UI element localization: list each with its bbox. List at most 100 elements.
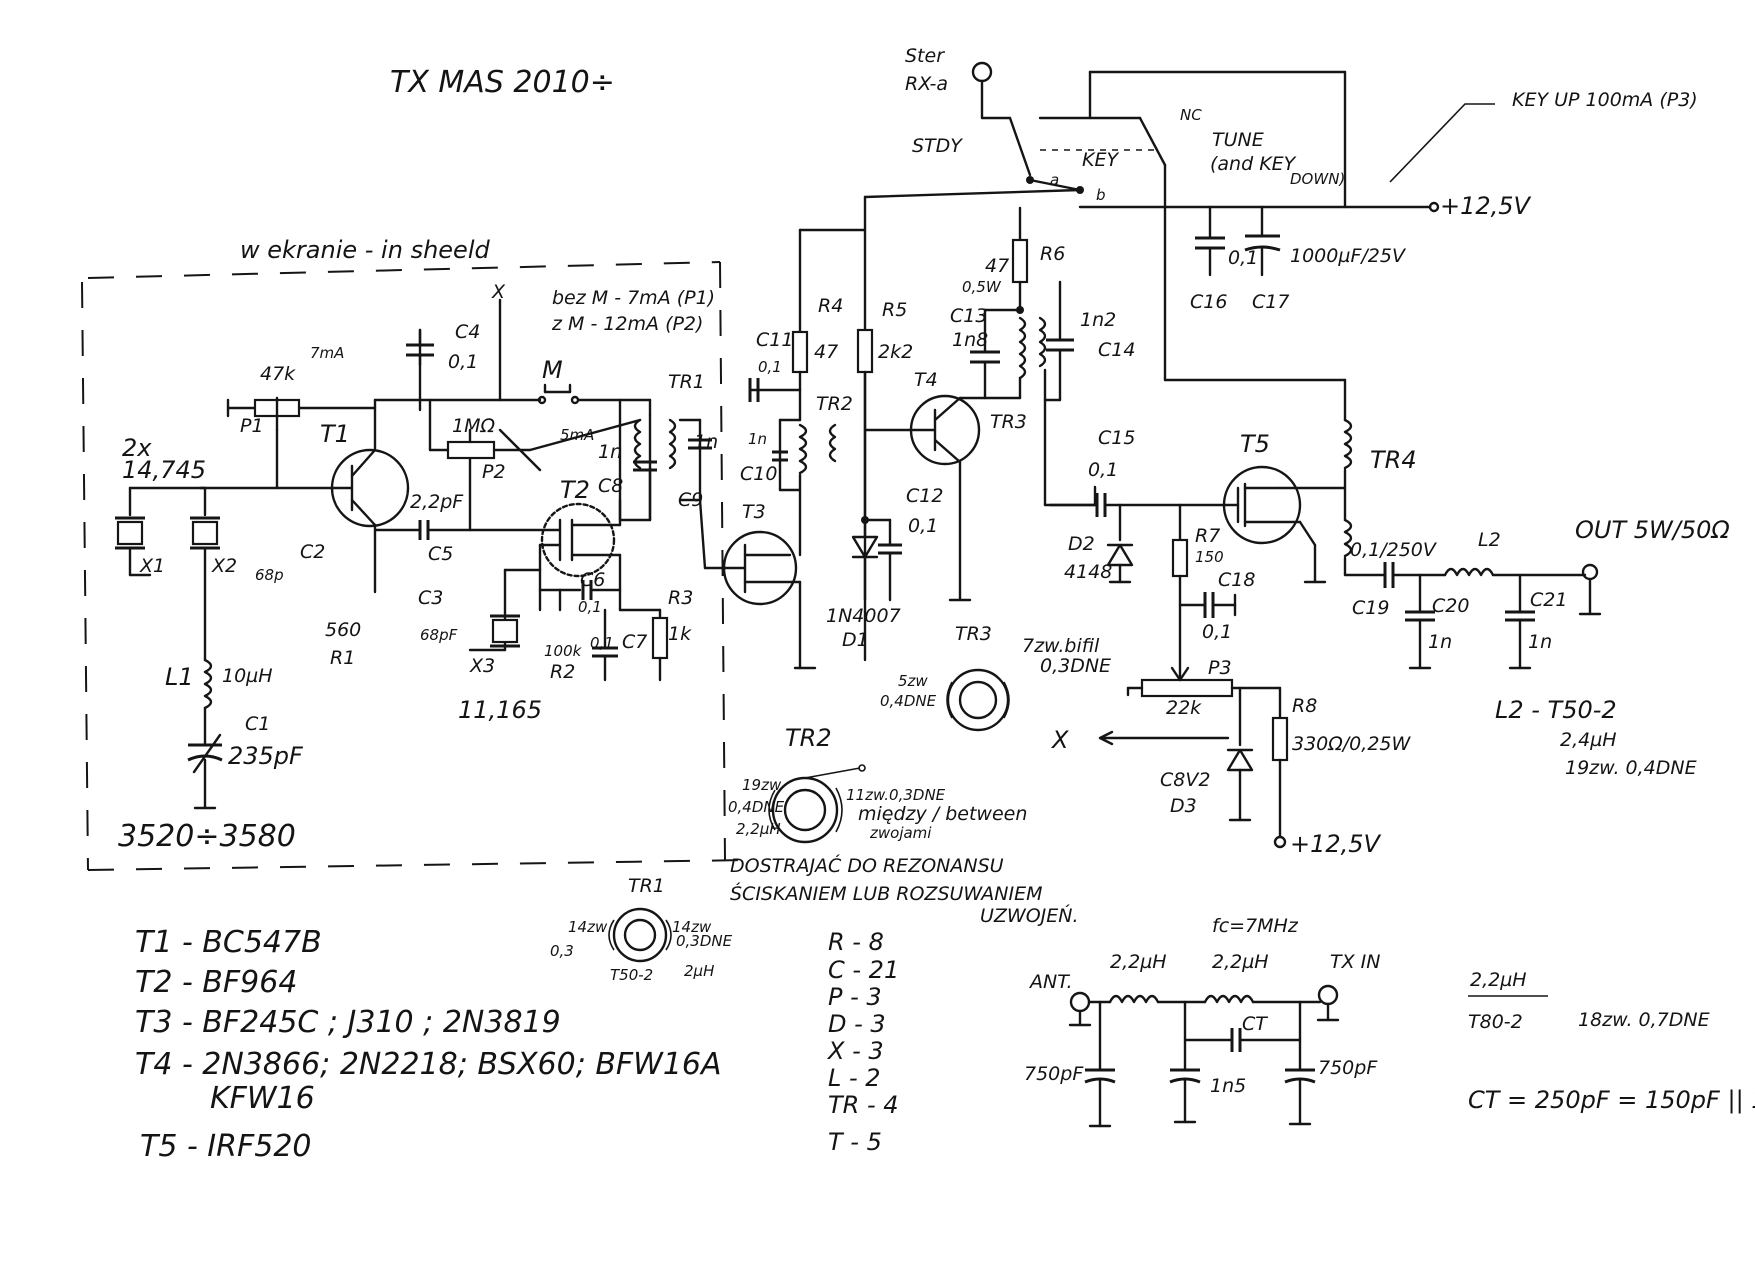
tune-label-2: (and KEY [1210, 153, 1297, 175]
r6-network [970, 238, 1097, 507]
filter-ant-label: ANT. [1028, 971, 1073, 993]
c14-label: C14 [1098, 339, 1135, 361]
tr1-toroid-title: TR1 [628, 875, 665, 897]
tr2-label: TR2 [816, 393, 853, 415]
count-item: T - 5 [828, 1128, 882, 1156]
c17-value: 1000µF/25V [1290, 245, 1407, 267]
tr3-toroid-sketch [946, 668, 1010, 732]
parts-list-item: T3 - BF245C ; J310 ; 2N3819 [135, 1005, 561, 1040]
c4-label: C4 [455, 321, 480, 343]
current-5ma: 5mA [560, 426, 594, 444]
tune-label-3: DOWN) [1290, 170, 1345, 188]
p2-label: P2 [482, 461, 506, 483]
tune-note-2: ŚCISKANIEM LUB ROZSUWANIEM [730, 881, 1042, 905]
c9-value: 1n [694, 431, 718, 453]
c17-label: C17 [1252, 291, 1289, 313]
x2-label: X2 [211, 555, 237, 577]
filter-l2-value: 2,2µH [1212, 951, 1269, 973]
key-label: KEY [1082, 149, 1119, 171]
r5-label: R5 [882, 299, 907, 321]
count-item: X - 3 [826, 1037, 884, 1065]
lowpass-filter [1068, 984, 1340, 1128]
tr1-core: T50-2 [610, 966, 653, 984]
x3-label: X3 [469, 655, 495, 677]
l2-spec-winding: 19zw. 0,4DNE [1565, 757, 1697, 779]
parts-list-item: KFW16 [210, 1081, 315, 1116]
c7-value: 0,1 [590, 634, 614, 652]
oscillator-section [198, 298, 712, 682]
c8-value: 1n [598, 441, 622, 463]
r6-value: 47 [985, 255, 1009, 277]
c14-value: 1n2 [1080, 309, 1116, 331]
c4-value: 0,1 [448, 351, 478, 373]
count-item: L - 2 [828, 1064, 881, 1092]
d1-label: D1 [842, 629, 869, 651]
c10-value: 1n [748, 430, 767, 448]
c21-value: 1n [1528, 631, 1552, 653]
supply-label-top: +12,5V [1440, 192, 1532, 220]
r4-value: 47 [814, 341, 838, 363]
c16-value: 0,1 [1228, 247, 1258, 269]
supply-rail [863, 163, 1440, 662]
t2-label: T2 [560, 476, 590, 504]
output-label: OUT 5W/50Ω [1575, 516, 1730, 544]
c18-value: 0,1 [1202, 621, 1232, 643]
c3-value: 68pF [420, 626, 458, 644]
xtal-count: 2x [122, 434, 152, 462]
tr3-secondary-turns: 7zw.bifil [1022, 635, 1100, 657]
c15-label: C15 [1098, 427, 1135, 449]
bias-note-1: bez M - 7mA (P1) [552, 287, 715, 309]
tr2-secondary-note: między / between [858, 803, 1027, 825]
c20-label: C20 [1432, 595, 1469, 617]
x-output-mark: X [1050, 726, 1069, 754]
d2-label: D2 [1068, 533, 1095, 555]
filter-spec-core: T80-2 [1468, 1011, 1523, 1033]
t3-t4-stage [703, 228, 987, 670]
r8-value: 330Ω/0,25W [1292, 733, 1411, 755]
tr2-toroid-title: TR2 [785, 724, 832, 752]
c8-label: C8 [598, 475, 623, 497]
l1-value: 10µH [222, 665, 273, 687]
schematic-title: TX MAS 2010÷ [390, 65, 615, 100]
parts-list-item: T4 - 2N3866; 2N2218; BSX60; BFW16A [135, 1047, 722, 1082]
filter-cutoff: fc=7MHz [1212, 915, 1299, 937]
key-up-note: KEY UP 100mA (P3) [1512, 89, 1698, 111]
count-item: P - 3 [828, 983, 882, 1011]
tr1-secondary-wire: 0,3DNE [676, 932, 733, 950]
c13-value: 1n8 [952, 329, 988, 351]
tr1-secondary-turns: 14zw [672, 918, 712, 936]
c2-label: C2 [300, 541, 325, 563]
tr2-toroid-sketch [768, 764, 866, 844]
rx-label: RX-a [905, 73, 948, 95]
switch-b-label: b [1096, 186, 1106, 204]
parts-list-item: T1 - BC547B [135, 925, 322, 960]
tune-note-1: DOSTRAJAĆ DO REZONANSU [730, 853, 1004, 877]
count-item: TR - 4 [828, 1091, 899, 1119]
c1-label: C1 [245, 713, 270, 735]
d1-value: 1N4007 [826, 605, 901, 627]
count-item: R - 8 [828, 928, 884, 956]
l2-spec-inductance: 2,4µH [1560, 729, 1617, 751]
r2-label: R2 [550, 661, 575, 683]
filter-spec-inductance: 2,2µH [1470, 969, 1527, 991]
filter-ct-formula: CT = 250pF = 150pF || 100pF [1468, 1086, 1755, 1114]
r7-value: 150 [1195, 548, 1224, 566]
r6-watt: 0,5W [962, 278, 1002, 296]
d3-value: C8V2 [1160, 769, 1210, 791]
tr4-label: TR4 [1370, 446, 1417, 474]
c13-label: C13 [950, 305, 987, 327]
x1-label: X1 [139, 555, 165, 577]
x-mark: X [491, 281, 506, 303]
c11-value: 0,1 [758, 358, 782, 376]
c16-label: C16 [1190, 291, 1227, 313]
tr1-toroid-sketch [608, 907, 672, 963]
c19-value: 0,1/250V [1350, 539, 1438, 561]
l1-label: L1 [165, 663, 194, 691]
shield-label: w ekranie - in sheeld [240, 236, 490, 264]
r4-label: R4 [818, 295, 843, 317]
tr2-secondary-turns: 11zw.0,3DNE [846, 786, 946, 804]
c5-label: C5 [428, 543, 453, 565]
tr3-label: TR3 [990, 411, 1027, 433]
p3-value: 22k [1166, 697, 1202, 719]
r3-label: R3 [668, 587, 693, 609]
